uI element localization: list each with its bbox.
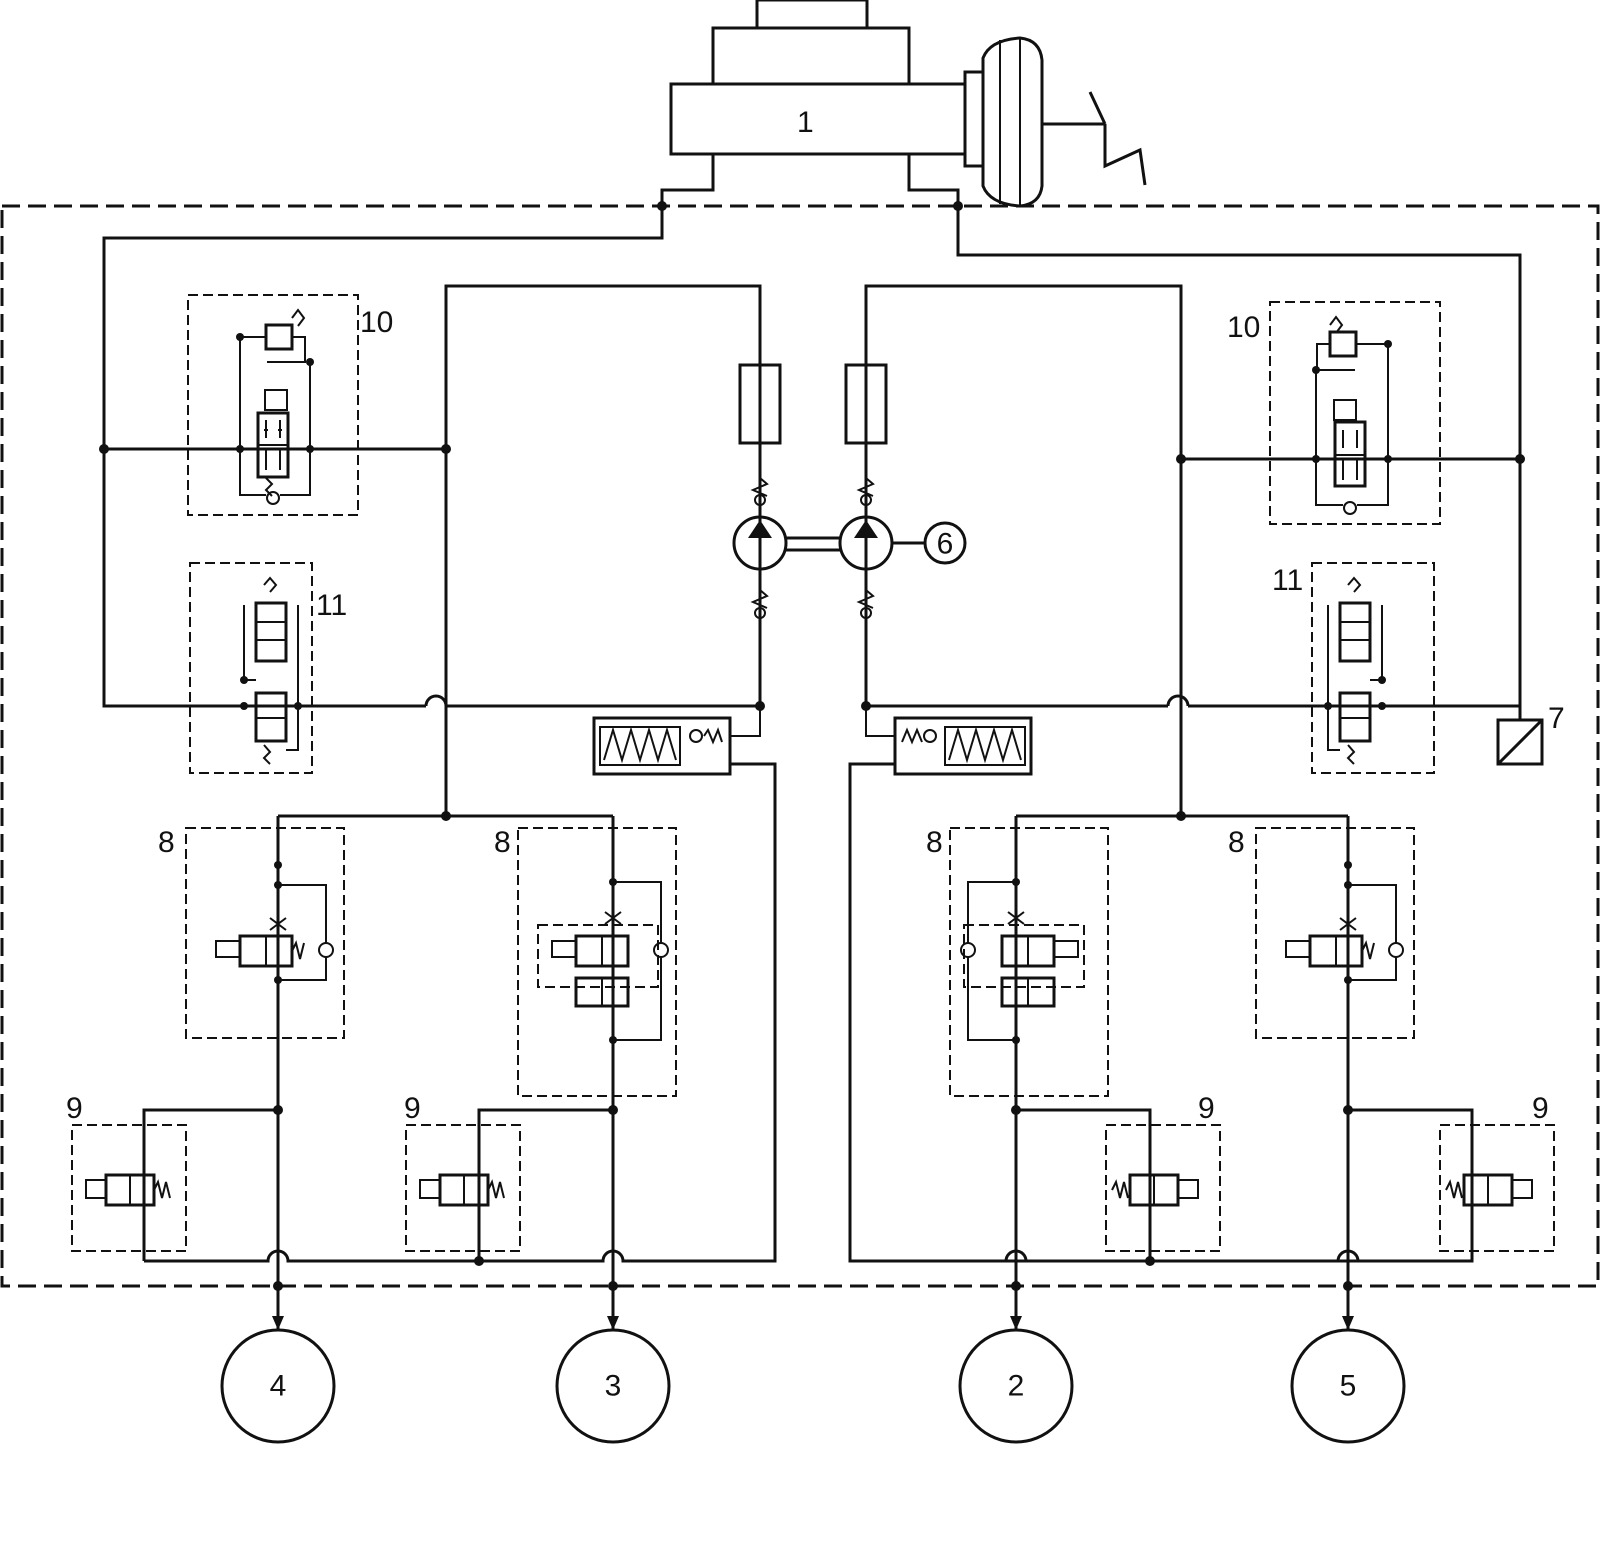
label-suction-valve-right: 11 (1272, 564, 1303, 597)
wheel-brake-front-left (220, 1328, 336, 1444)
pressure-sensor: 7 (1496, 702, 1565, 766)
label-wheel-front-left: 4 (270, 1370, 287, 1403)
label-inlet-valve-fr: 8 (1228, 826, 1245, 859)
inlet-valve-rl: 8 (494, 826, 677, 1097)
label-outlet-valve-fl: 9 (66, 1092, 83, 1125)
label-inlet-valve-fl: 8 (158, 826, 175, 859)
inlet-valve-fl: 8 (158, 826, 345, 1039)
label-wheel-rear-right: 2 (1008, 1370, 1025, 1403)
label-inlet-valve-rl: 8 (494, 826, 511, 859)
outlet-valve-fr: 9 (1439, 1092, 1555, 1252)
label-inlet-valve-rr: 8 (926, 826, 943, 859)
switch-valve-left: 10 (187, 294, 393, 516)
junction-dots (99, 201, 1525, 1291)
label-outlet-valve-rr: 9 (1198, 1092, 1215, 1125)
wheel-brake-rear-right (958, 1328, 1074, 1444)
suction-valve-left: 11 (189, 562, 347, 774)
inlet-valve-fr: 8 (1228, 826, 1415, 1039)
label-outlet-valve-rl: 9 (404, 1092, 421, 1125)
accumulator-left (592, 706, 761, 776)
outlet-valve-rl: 9 (404, 1092, 521, 1252)
label-pressure-sensor: 7 (1548, 702, 1565, 735)
wheel-brakes: 4 3 2 5 (220, 1316, 1406, 1444)
label-switch-valve-left: 10 (360, 306, 393, 339)
label-wheel-rear-left: 3 (605, 1370, 622, 1403)
switch-valve-right: 10 (1227, 301, 1441, 525)
wheel-brake-rear-left (555, 1328, 671, 1444)
accumulator-right (865, 706, 1033, 776)
label-master-cylinder: 1 (797, 106, 814, 139)
suction-valve-right: 11 (1272, 562, 1435, 774)
label-pump-motor: 6 (937, 528, 954, 561)
label-wheel-front-right: 5 (1340, 1370, 1357, 1403)
master-cylinder-assembly: 1 (669, 0, 1147, 208)
label-suction-valve-left: 11 (316, 589, 347, 622)
wheel-brake-front-right (1290, 1328, 1406, 1444)
pump-assembly: 6 (732, 363, 967, 619)
outlet-valve-fl: 9 (66, 1092, 187, 1252)
circuit-lines (102, 154, 1522, 1330)
hydraulic-unit-boundary (0, 204, 1600, 1288)
outlet-valve-rr: 9 (1105, 1092, 1221, 1252)
label-outlet-valve-fr: 9 (1532, 1092, 1549, 1125)
label-switch-valve-right: 10 (1227, 311, 1260, 344)
inlet-valve-rr: 8 (926, 826, 1109, 1097)
